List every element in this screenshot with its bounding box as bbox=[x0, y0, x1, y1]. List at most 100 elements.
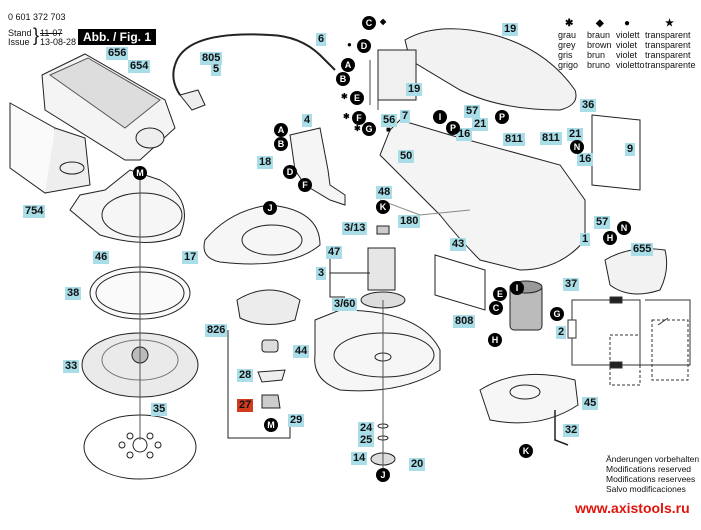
marker-b: B bbox=[336, 72, 350, 86]
dust-box-654 bbox=[41, 53, 176, 161]
marker-j: J bbox=[376, 468, 390, 482]
marker-d: D bbox=[357, 39, 371, 53]
part-label-1[interactable]: 1 bbox=[580, 233, 591, 246]
part-label-48[interactable]: 48 bbox=[376, 186, 393, 199]
marker-m: M bbox=[133, 166, 147, 180]
marker-k: K bbox=[376, 200, 390, 214]
part-label-46[interactable]: 46 bbox=[93, 251, 110, 264]
marker-i: I bbox=[433, 110, 447, 124]
part-label-811a[interactable]: 811 bbox=[503, 133, 525, 146]
legend-text: violetto bbox=[616, 60, 645, 70]
marker-c: C bbox=[489, 301, 503, 315]
part-label-811b[interactable]: 811 bbox=[540, 132, 562, 145]
marker-e: E bbox=[493, 287, 507, 301]
legend-brown: braun brown brun bruno bbox=[587, 30, 612, 70]
part-label-5[interactable]: 5 bbox=[211, 63, 222, 76]
part-label-3-13[interactable]: 3/13 bbox=[342, 222, 368, 235]
marker-a: A bbox=[274, 123, 288, 137]
part-label-28[interactable]: 28 bbox=[237, 369, 254, 382]
marker-f: F bbox=[298, 178, 312, 192]
part-label-24[interactable]: 24 bbox=[358, 422, 375, 435]
part-label-56[interactable]: 56 bbox=[381, 114, 398, 127]
part-label-19a[interactable]: 19 bbox=[406, 83, 423, 96]
violet-mark: ● bbox=[347, 40, 352, 49]
marker-j: J bbox=[263, 201, 277, 215]
brace: } bbox=[33, 25, 40, 45]
modifications-note: Änderungen vorbehalten Modifications res… bbox=[606, 454, 699, 494]
part-label-50[interactable]: 50 bbox=[398, 150, 415, 163]
issue-label: Issue bbox=[8, 37, 30, 47]
part-label-47[interactable]: 47 bbox=[326, 246, 343, 259]
marker-n: N bbox=[617, 221, 631, 235]
note-line: Modifications reservees bbox=[606, 474, 696, 484]
part-label-25[interactable]: 25 bbox=[358, 434, 375, 447]
part-label-14[interactable]: 14 bbox=[351, 452, 368, 465]
part-label-57b[interactable]: 57 bbox=[594, 216, 611, 229]
part-label-29[interactable]: 29 bbox=[288, 414, 305, 427]
part-label-6[interactable]: 6 bbox=[316, 33, 327, 46]
legend-transparent: transparent transparent transparent tran… bbox=[645, 30, 696, 70]
marker-m: M bbox=[264, 418, 278, 432]
grey-mark: ✱ bbox=[343, 112, 350, 121]
square-mark: ■ bbox=[386, 125, 391, 134]
part-label-17[interactable]: 17 bbox=[182, 251, 199, 264]
part-label-16b[interactable]: 16 bbox=[577, 153, 594, 166]
legend-text: transparent bbox=[645, 30, 691, 40]
part-label-656[interactable]: 656 bbox=[106, 47, 129, 60]
part-label-37[interactable]: 37 bbox=[563, 278, 580, 291]
brown-mark: ◆ bbox=[380, 17, 387, 26]
stand-date: 11-07 bbox=[40, 28, 63, 38]
part-label-35[interactable]: 35 bbox=[151, 403, 168, 416]
part-label-18[interactable]: 18 bbox=[257, 156, 274, 169]
marker-h: H bbox=[488, 333, 502, 347]
watermark-link[interactable]: www.axistools.ru bbox=[575, 500, 690, 516]
stand-label: Stand bbox=[8, 28, 32, 38]
part-label-32[interactable]: 32 bbox=[563, 424, 580, 437]
part-label-27[interactable]: 27 bbox=[237, 399, 254, 412]
legend-text: grey bbox=[558, 40, 576, 50]
part-label-43[interactable]: 43 bbox=[450, 238, 467, 251]
grey-mark: ✱ bbox=[354, 124, 361, 133]
marker-d: D bbox=[283, 165, 297, 179]
part-label-180[interactable]: 180 bbox=[398, 215, 421, 228]
legend-text: violett bbox=[616, 30, 640, 40]
part-label-4[interactable]: 4 bbox=[302, 114, 313, 127]
part-label-3-60[interactable]: 3/60 bbox=[332, 298, 358, 311]
part-label-21a[interactable]: 21 bbox=[472, 118, 489, 131]
grey-mark: ✱ bbox=[341, 92, 348, 101]
part-label-3[interactable]: 3 bbox=[316, 267, 327, 280]
legend-text: transparente bbox=[645, 60, 696, 70]
transparent-symbol: ★ bbox=[665, 18, 674, 29]
part-label-655[interactable]: 655 bbox=[631, 243, 654, 256]
part-label-21b[interactable]: 21 bbox=[567, 128, 584, 141]
part-label-45[interactable]: 45 bbox=[582, 397, 599, 410]
part-label-33[interactable]: 33 bbox=[63, 360, 80, 373]
part-label-20[interactable]: 20 bbox=[409, 458, 426, 471]
part-label-57a[interactable]: 57 bbox=[464, 105, 481, 118]
part-label-805[interactable]: 805 bbox=[200, 52, 223, 65]
brown-symbol: ◆ bbox=[596, 18, 604, 29]
part-label-2[interactable]: 2 bbox=[556, 326, 567, 339]
legend-text: gris bbox=[558, 50, 573, 60]
legend-text: violet bbox=[616, 50, 638, 60]
part-label-654[interactable]: 654 bbox=[128, 60, 151, 73]
part-label-826[interactable]: 826 bbox=[205, 324, 228, 337]
part-label-44[interactable]: 44 bbox=[293, 345, 310, 358]
part-label-38[interactable]: 38 bbox=[65, 287, 82, 300]
part-label-16a[interactable]: 16 bbox=[456, 128, 473, 141]
part-label-754[interactable]: 754 bbox=[23, 205, 46, 218]
part-label-808[interactable]: 808 bbox=[453, 315, 476, 328]
part-label-19b[interactable]: 19 bbox=[502, 23, 519, 36]
part-number: 0 601 372 703 bbox=[8, 12, 66, 22]
note-line: Änderungen vorbehalten bbox=[606, 454, 700, 464]
part-label-9[interactable]: 9 bbox=[625, 143, 636, 156]
part-label-36[interactable]: 36 bbox=[580, 99, 597, 112]
marker-e: E bbox=[350, 91, 364, 105]
marker-g: G bbox=[362, 122, 376, 136]
violet-symbol: ● bbox=[624, 18, 631, 29]
grey-symbol: ✱ bbox=[565, 18, 574, 29]
wiring-schematic bbox=[567, 296, 691, 386]
part-label-7[interactable]: 7 bbox=[400, 110, 411, 123]
filter-754 bbox=[9, 102, 91, 194]
legend-violet: violett violet violet violetto bbox=[616, 30, 645, 70]
